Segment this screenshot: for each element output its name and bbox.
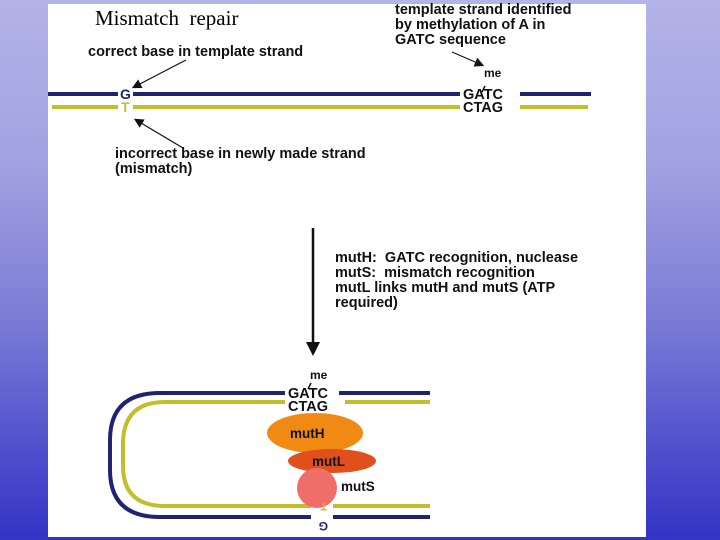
arrow-methylation [451,51,485,67]
methyl-bond-bottom [307,382,312,390]
template-base-g: G [120,86,131,102]
methyl-bond-top [481,85,486,93]
ctag-bottom: CTAG [288,399,328,415]
flipped-template-g: G [319,519,328,533]
gatc-bottom: GATC [288,386,329,402]
label-correct-base: correct base in template strand [88,44,304,60]
label-methylation-line-1: template strand identified [395,2,572,18]
label-incorrect-line-2: (mismatch) [115,161,193,177]
mutl-protein [288,449,376,473]
process-arrow [306,228,320,356]
bottom-duplex: me GATC CTAG mutH mutL mutS T G [108,368,430,533]
template-strand-loop [108,391,430,519]
gatc-top: GATC [463,87,504,103]
slide-title: Mismatch repair [95,6,239,30]
top-duplex: G T me GATC CTAG [48,51,591,149]
muth-label: mutH [290,426,325,441]
muts-protein [297,468,337,508]
methyl-mark-top: me [484,66,502,80]
label-incorrect-line-1: incorrect base in newly made strand [115,146,366,162]
note-mutl: mutL links mutH and mutS (ATP [335,280,556,296]
label-methylation-line-2: by methylation of A in [395,17,546,33]
mismatch-base-t: T [121,99,130,115]
muth-protein [267,413,363,453]
note-muth: mutH: GATC recognition, nuclease [335,250,579,266]
methyl-mark-bottom: me [310,368,328,382]
label-incorrect-base: incorrect base in newly made strand (mis… [115,147,366,177]
arrow-incorrect-base [133,118,184,149]
new-strand-loop [121,400,430,508]
process-notes: mutH: GATC recognition, nuclease mutS: m… [335,251,578,311]
muts-label: mutS [341,479,375,494]
label-methylation: template strand identified by methylatio… [395,3,571,48]
mutl-label: mutL [312,454,345,469]
note-muts: mutS: mismatch recognition [335,265,535,281]
ctag-top: CTAG [463,100,503,116]
label-methylation-line-3: GATC sequence [395,32,506,48]
arrow-correct-base [131,59,187,89]
note-required: required) [335,295,398,311]
flipped-mismatch-t: T [320,500,327,512]
